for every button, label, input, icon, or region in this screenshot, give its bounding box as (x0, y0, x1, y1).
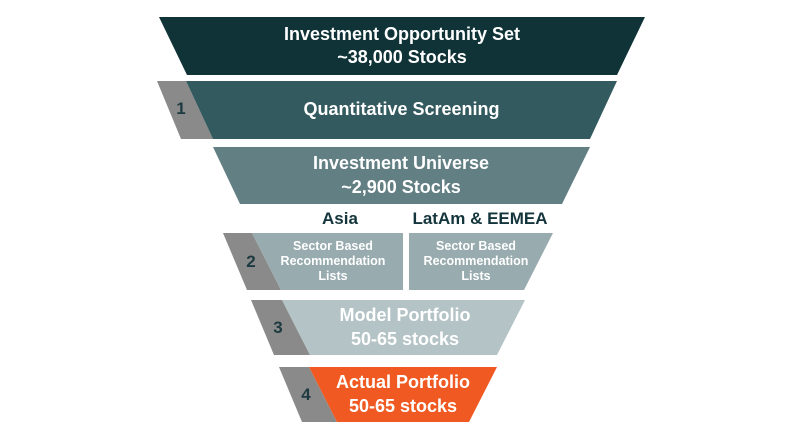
screening-title: Quantitative Screening (303, 99, 500, 120)
asia-line-3: Lists (318, 269, 348, 283)
universe-band (213, 147, 590, 204)
region-asia-title: Asia (322, 209, 358, 228)
screening-band (186, 81, 617, 139)
universe-label: Investment Universe ~2,900 Stocks (240, 147, 562, 204)
opportunity-set-title: Investment Opportunity Set (283, 23, 521, 44)
actual-portfolio-title: Actual Portfolio (336, 372, 470, 393)
step-3-number: 3 (273, 318, 283, 337)
latam-eemea-recommendation-label: Sector Based Recommendation Lists (412, 233, 540, 290)
latam-line-1: Sector Based (436, 239, 516, 253)
asia-line-1: Sector Based (293, 239, 373, 253)
screening-label: Quantitative Screening (213, 81, 590, 139)
step-1-tab (157, 81, 213, 139)
model-portfolio-count: 50-65 stocks (350, 328, 460, 349)
asia-recommendation-band (252, 233, 403, 290)
step-4-tab (279, 367, 337, 422)
latam-eemea-recommendation-band (409, 233, 553, 290)
asia-line-2: Recommendation (280, 254, 386, 268)
opportunity-set-band (159, 17, 645, 75)
latam-line-3: Lists (461, 269, 491, 283)
step-1-number: 1 (176, 99, 186, 118)
opportunity-set-count: ~38,000 Stocks (337, 47, 467, 67)
region-latam-eemea-title: LatAm & EEMEA (412, 209, 548, 228)
step-2-tab (223, 233, 281, 290)
latam-line-2: Recommendation (423, 254, 529, 268)
universe-title: Investment Universe (312, 153, 490, 174)
step-2-number: 2 (246, 252, 256, 271)
actual-portfolio-band (309, 367, 497, 422)
asia-recommendation-label: Sector Based Recommendation Lists (268, 233, 398, 290)
actual-portfolio-label: Actual Portfolio 50-65 stocks (318, 367, 488, 422)
step-4-number: 4 (301, 385, 311, 404)
model-portfolio-band (282, 300, 525, 355)
step-3-tab (251, 300, 310, 355)
actual-portfolio-count: 50-65 stocks (348, 395, 458, 416)
model-portfolio-title: Model Portfolio (339, 305, 471, 326)
universe-count: ~2,900 Stocks (341, 176, 461, 197)
model-portfolio-label: Model Portfolio 50-65 stocks (305, 300, 505, 355)
opportunity-set-label: Investment Opportunity Set ~38,000 Stock… (187, 17, 617, 75)
